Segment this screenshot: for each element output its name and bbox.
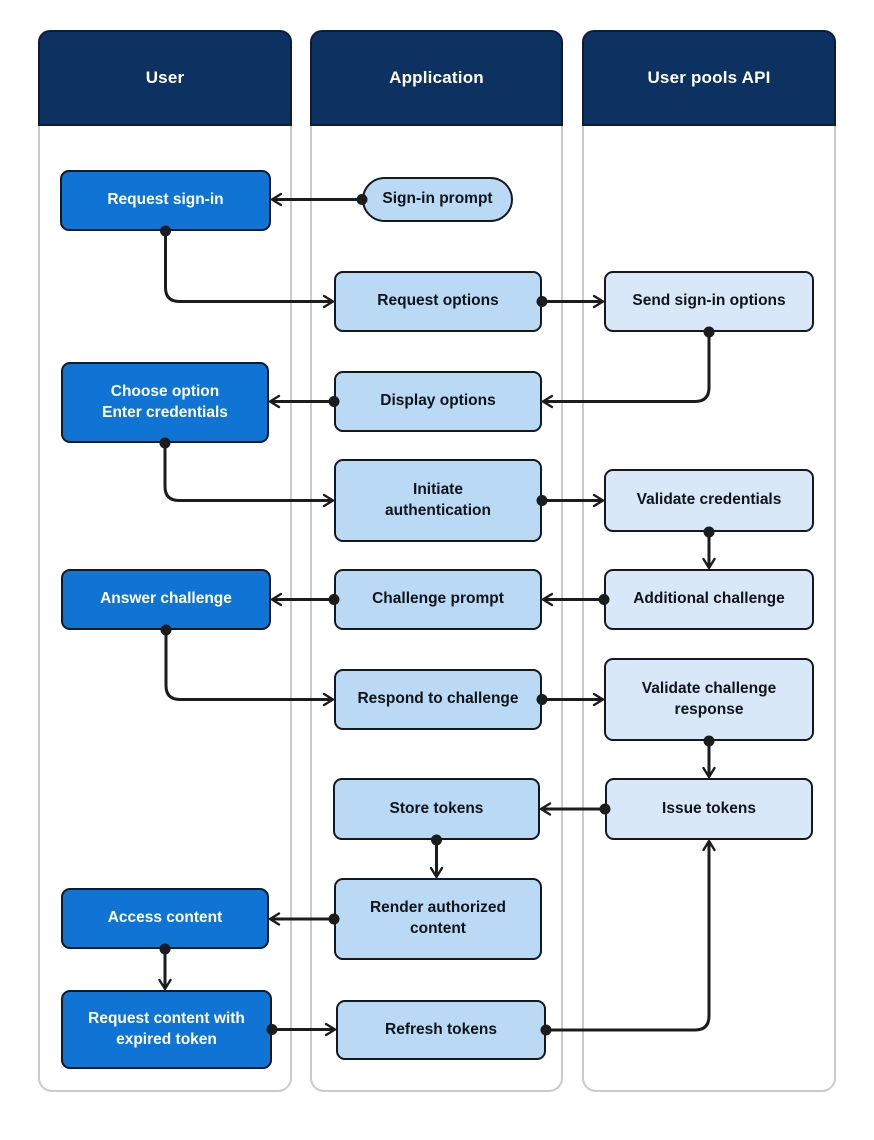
node-label: Additional challenge [633, 590, 785, 608]
node-access-content: Access content [61, 888, 269, 949]
node-label: Sign-in prompt [382, 190, 493, 208]
node-initiate-auth: Initiate authentication [334, 459, 542, 542]
node-label: Validate challenge response [641, 679, 777, 718]
node-label: Request content with expired token [88, 1009, 245, 1048]
node-respond-challenge: Respond to challenge [334, 669, 542, 730]
node-label: Respond to challenge [357, 690, 519, 708]
node-signin-prompt: Sign-in prompt [362, 177, 513, 222]
node-label: Request options [377, 292, 499, 310]
node-label: Send sign-in options [632, 292, 786, 310]
node-label: Request sign-in [107, 191, 224, 209]
node-challenge-prompt: Challenge prompt [334, 569, 542, 630]
lane-header-application: Application [310, 30, 563, 126]
node-label: Display options [380, 392, 496, 410]
node-label: Initiate authentication [385, 480, 491, 519]
node-label: Render authorized content [369, 899, 507, 937]
node-validate-challenge-response: Validate challenge response [604, 658, 814, 741]
swimlane-userpools: User pools API [582, 30, 836, 1092]
node-label: Access content [107, 909, 223, 927]
node-request-signin: Request sign-in [60, 170, 271, 231]
node-answer-challenge: Answer challenge [61, 569, 271, 630]
node-render-content: Render authorized content [334, 878, 542, 960]
lane-header-user: User [38, 30, 292, 126]
node-additional-challenge: Additional challenge [604, 569, 814, 630]
node-validate-credentials: Validate credentials [604, 469, 814, 532]
node-display-options: Display options [334, 371, 542, 432]
lane-title: User pools API [647, 68, 771, 87]
lane-title: Application [389, 68, 484, 87]
lane-title: User [145, 68, 185, 87]
node-label: Refresh tokens [385, 1020, 497, 1038]
node-issue-tokens: Issue tokens [605, 778, 813, 840]
node-label: Store tokens [389, 799, 484, 817]
node-refresh-tokens: Refresh tokens [336, 1000, 546, 1060]
node-request-options: Request options [334, 271, 542, 332]
node-choose-option: Choose option Enter credentials [61, 362, 269, 443]
node-label: Issue tokens [662, 799, 756, 817]
node-label: Challenge prompt [372, 590, 504, 608]
node-send-signin-options: Send sign-in options [604, 271, 814, 332]
node-label: Validate credentials [636, 491, 782, 509]
node-label: Answer challenge [100, 590, 232, 608]
node-label: Choose option Enter credentials [102, 382, 228, 421]
lane-header-userpools: User pools API [582, 30, 836, 126]
node-request-expired: Request content with expired token [61, 990, 272, 1069]
node-store-tokens: Store tokens [333, 778, 540, 840]
